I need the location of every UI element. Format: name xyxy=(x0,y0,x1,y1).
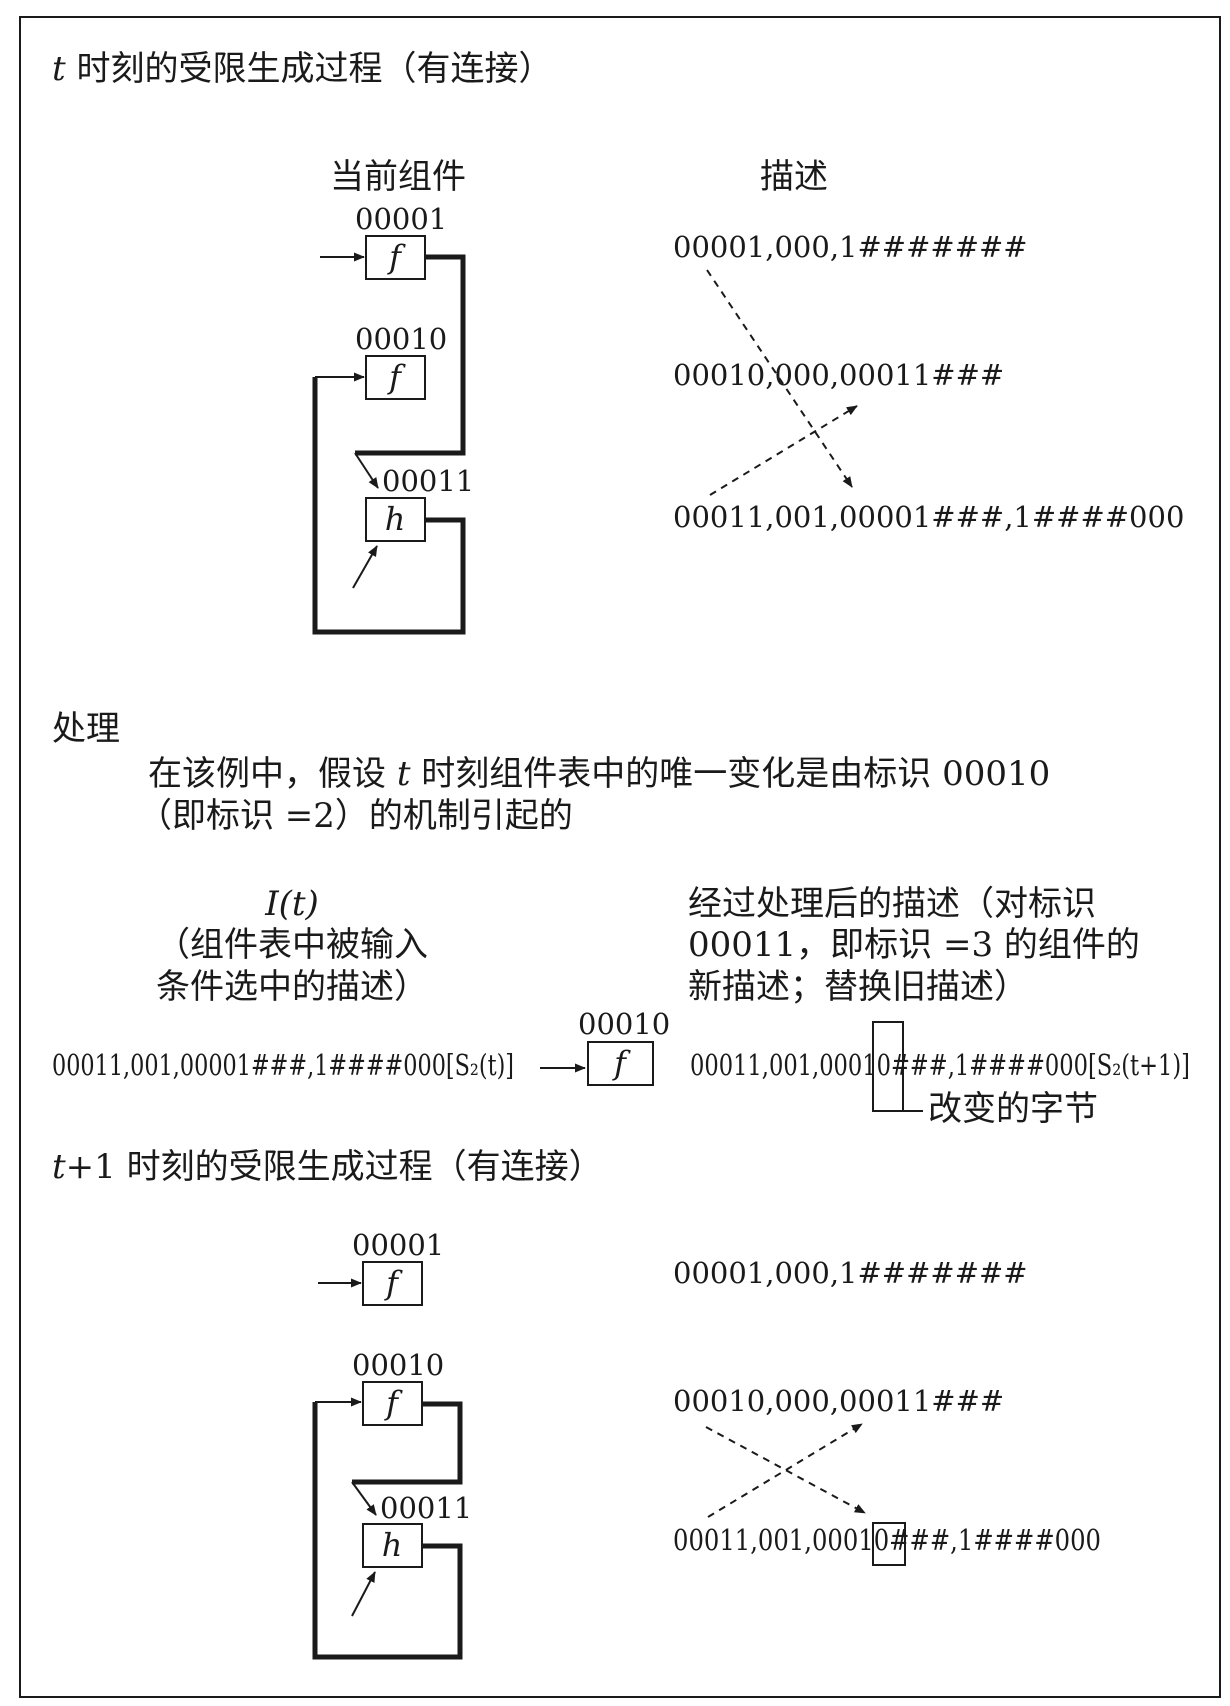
processing-text-line-2: （即标识 =2）的机制引起的 xyxy=(138,796,573,836)
connection-arrowhead-1-to-3 xyxy=(354,452,379,489)
component-glyph-3: h xyxy=(385,500,406,538)
t1-component-id-1: 00001 xyxy=(352,1228,444,1262)
pointer-arrow-1-to-3 xyxy=(706,269,853,488)
t1-component-box-1 xyxy=(362,1261,423,1306)
description-column-label: 描述 xyxy=(760,157,828,197)
changed-bytes-label: 改变的字节 xyxy=(928,1089,1098,1129)
t1-component-glyph-3: h xyxy=(382,1526,403,1564)
t1-component-box-2 xyxy=(362,1381,423,1426)
processing-text-line-1: 在该例中，假设 t 时刻组件表中的唯一变化是由标识 00010 xyxy=(148,754,1050,794)
outer-border xyxy=(19,16,1221,1698)
description-1: 00001,000,1####### xyxy=(673,230,1028,264)
component-box-1 xyxy=(365,235,426,280)
changed-bytes-bracket xyxy=(872,1021,904,1112)
component-box-3 xyxy=(365,497,426,542)
t1-changed-bytes-box xyxy=(872,1522,906,1566)
component-id-2: 00010 xyxy=(355,322,447,356)
description-3: 00011,001,00001###,1####000 xyxy=(673,500,1184,534)
t1-connection-line-3-to-2 xyxy=(312,1402,463,1660)
mechanism-id: 00010 xyxy=(578,1007,670,1041)
input-label: I(t) xyxy=(264,884,319,924)
t1-connection-arrowhead-2-to-3 xyxy=(351,1481,377,1516)
output-expression: 00011,001,00010###,1####000[S₂(t+1)] xyxy=(690,1048,1190,1082)
mechanism-box xyxy=(587,1041,654,1086)
section-t-title: t 时刻的受限生成过程（有连接） xyxy=(52,49,552,89)
input-caption-line-2: 条件选中的描述） xyxy=(156,967,428,1007)
input-caption-line-1: （组件表中被输入 xyxy=(156,925,428,965)
t1-component-id-3: 00011 xyxy=(380,1491,472,1525)
changed-bytes: 10 xyxy=(862,1048,891,1082)
t1-connection-line-2-to-3 xyxy=(352,1401,463,1485)
component-box-2 xyxy=(365,355,426,400)
t1-description-2: 00010,000,00011### xyxy=(673,1384,1004,1418)
t1-pointer-arrow-3-to-2 xyxy=(707,1423,863,1518)
output-caption-line-2: 00011，即标识 =3 的组件的 xyxy=(688,925,1140,965)
section-t1-title: t+1 时刻的受限生成过程（有连接） xyxy=(52,1147,603,1187)
t1-description-3: 00011,001,00010###,1####000 xyxy=(673,1523,1101,1557)
processing-title: 处理 xyxy=(52,709,120,749)
input-expression: 00011,001,00001###,1####000[S₂(t)] xyxy=(52,1048,514,1082)
input-arrow-3 xyxy=(352,545,378,589)
connection-line-3-to-2 xyxy=(312,377,466,635)
output-caption-line-1: 经过处理后的描述（对标识 xyxy=(688,884,1096,924)
component-id-1: 00001 xyxy=(355,202,447,236)
t1-component-id-2: 00010 xyxy=(352,1348,444,1382)
pointer-arrow-3-to-2 xyxy=(709,405,858,496)
description-2: 00010,000,00011### xyxy=(673,358,1004,392)
component-id-3: 00011 xyxy=(382,464,474,498)
t1-input-arrow-3 xyxy=(351,1571,376,1617)
connection-line-1-to-3 xyxy=(355,254,466,456)
components-column-label: 当前组件 xyxy=(330,157,466,197)
t1-description-1: 00001,000,1####### xyxy=(673,1256,1028,1290)
t1-pointer-arrow-2-to-3 xyxy=(705,1426,866,1514)
output-caption-line-3: 新描述；替换旧描述） xyxy=(688,967,1028,1007)
